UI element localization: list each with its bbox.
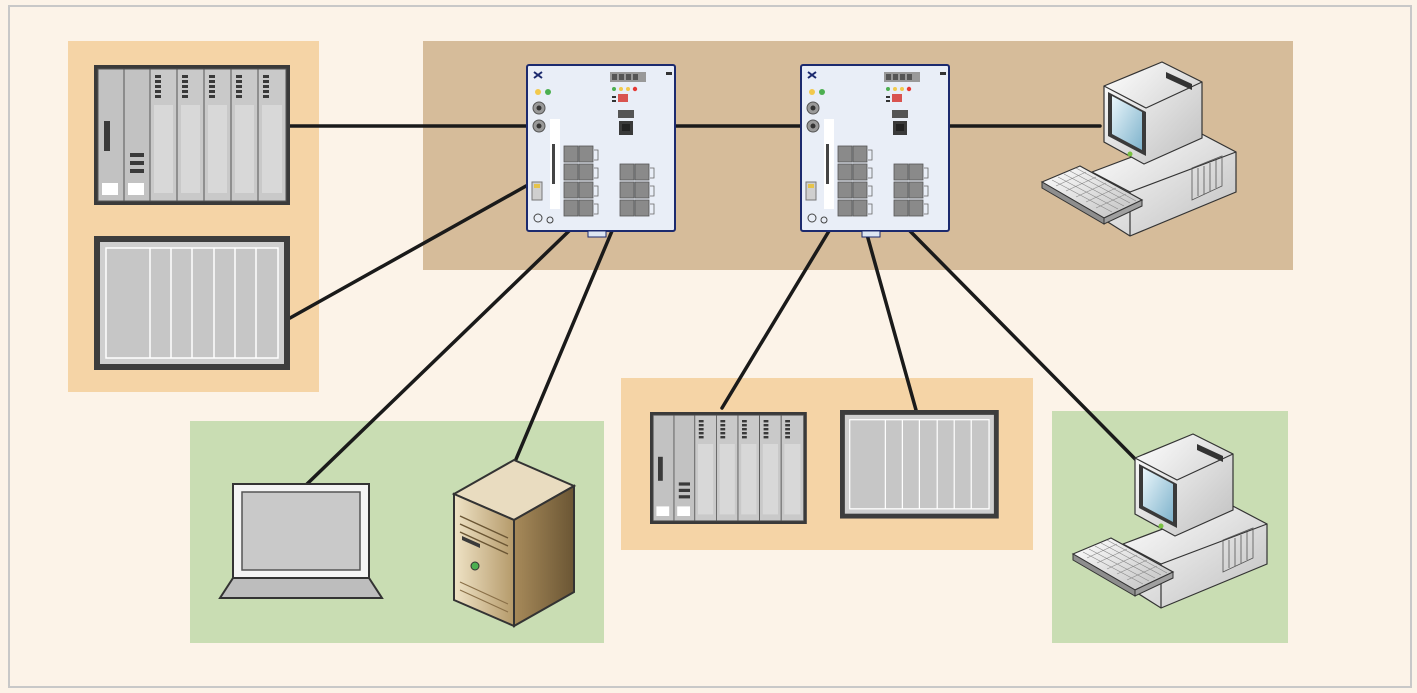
cable-panel-to-switch1 [288,184,528,320]
laptop [218,483,384,599]
outer-border [8,5,1412,688]
io-panel-bottom [839,409,1000,520]
cable-switch2-to-pc-bottom [908,229,1148,472]
cable-switch1-to-laptop [305,229,571,486]
network-cables [288,124,1148,486]
plc-rack-top-left [93,64,291,206]
io-panel-left [93,235,291,371]
industrial-switch-2 [800,64,950,238]
tower-server [451,458,577,628]
cable-switch2-to-plc [720,229,831,410]
plc-rack-bottom [649,411,808,525]
cable-switch2-to-panel [864,229,918,412]
cable-switch1-to-server [512,229,614,466]
industrial-switch-1 [526,64,676,238]
